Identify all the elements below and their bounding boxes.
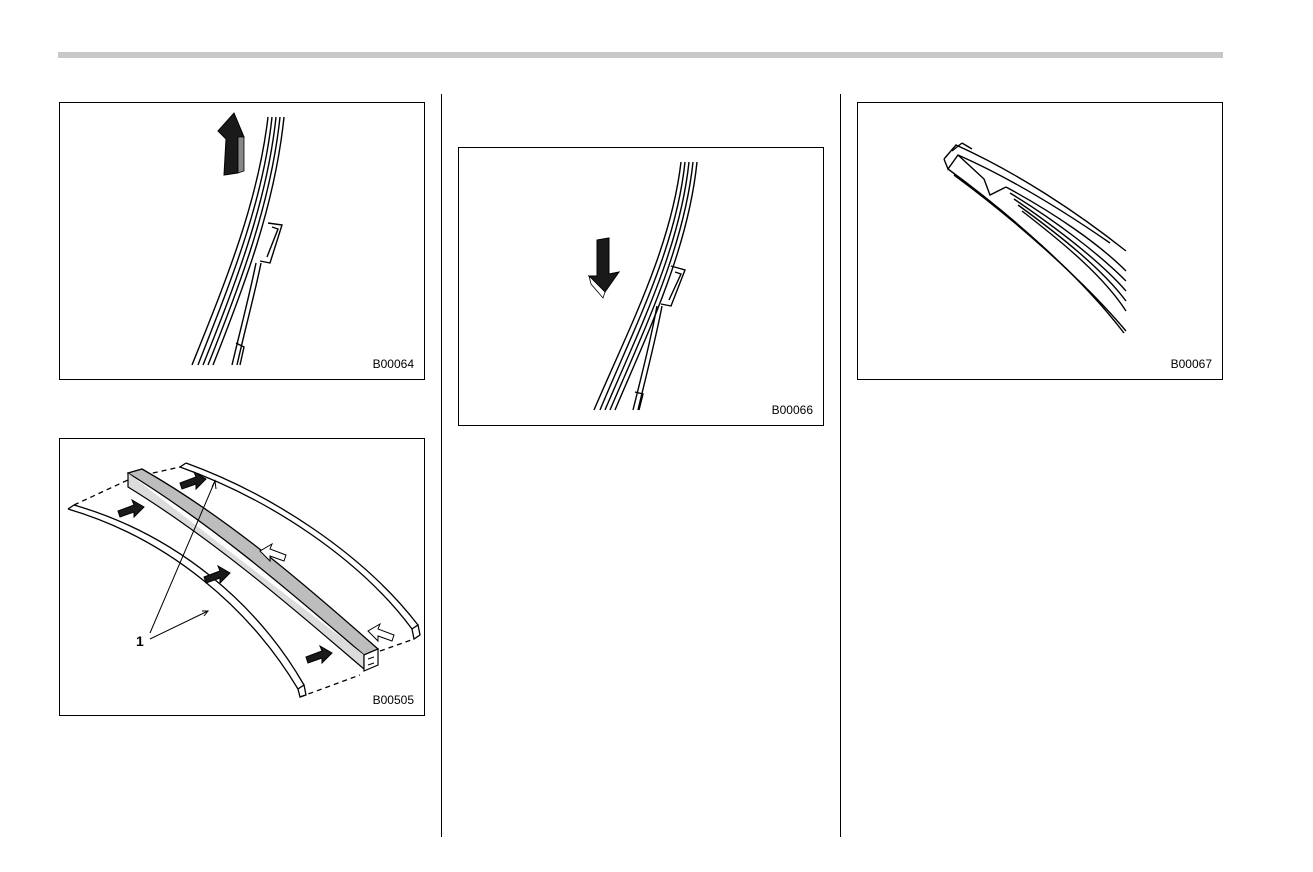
figure-code: B00064 xyxy=(373,357,414,371)
arrow-down-icon xyxy=(589,238,619,298)
figure-code: B00505 xyxy=(373,693,414,707)
figure-blade-assembly: 1 B00505 xyxy=(59,438,425,716)
figure-wiper-removal: B00064 xyxy=(59,102,425,380)
callout-label: 1 xyxy=(136,633,144,649)
figure-blade-end-detail: B00067 xyxy=(857,102,1223,380)
header-rule xyxy=(58,52,1223,58)
figure-wiper-installation: B00066 xyxy=(458,147,824,426)
blade-assembly-illustration xyxy=(60,439,425,716)
column-divider-left xyxy=(441,94,442,837)
figure-code: B00066 xyxy=(772,403,813,417)
wiper-blade-illustration xyxy=(60,103,425,380)
column-divider-right xyxy=(840,94,841,837)
figure-code: B00067 xyxy=(1171,357,1212,371)
wiper-blade-illustration xyxy=(459,148,824,426)
blade-end-illustration xyxy=(858,103,1223,380)
arrow-up-icon xyxy=(218,113,244,175)
